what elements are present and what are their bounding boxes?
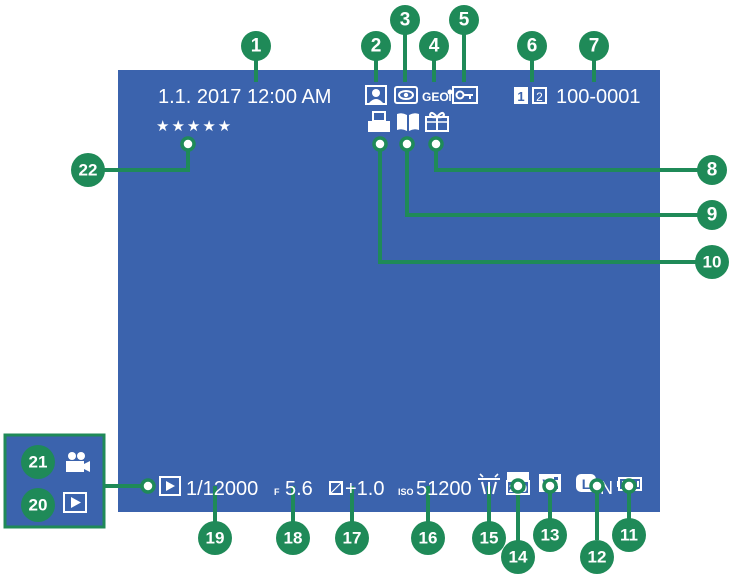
face-detection-icon [365, 85, 387, 105]
callout-17: 17 [335, 521, 369, 555]
callout-18: 18 [276, 521, 310, 555]
exposure-comp-icon [329, 481, 343, 495]
aperture-prefix: F [274, 487, 280, 497]
protect-key-icon [452, 86, 478, 104]
red-eye-removal-icon [394, 86, 418, 104]
iso-prefix: ISO [398, 487, 414, 497]
anchor-dots [140, 136, 637, 494]
card-slot-icon: 1 2 [514, 87, 547, 104]
slot-1-label: 1 [517, 89, 524, 104]
svg-text:22: 22 [79, 161, 98, 180]
callout-14: 14 [501, 540, 535, 574]
callout-2: 2 [361, 31, 391, 61]
callout-1: 1 [241, 31, 271, 61]
callout-19: 19 [198, 521, 232, 555]
iso-value: 51200 [416, 478, 472, 500]
svg-text:11: 11 [620, 526, 638, 545]
callout-16: 16 [411, 521, 445, 555]
slot-2-label: 2 [536, 90, 543, 104]
svg-text:5: 5 [459, 10, 470, 31]
svg-text:19: 19 [206, 529, 225, 548]
svg-text:10: 10 [703, 253, 722, 272]
mode-inset-panel [3, 433, 106, 529]
callout-12: 12 [580, 540, 614, 574]
photobook-icon [397, 113, 419, 131]
callout-8: 8 [697, 155, 727, 185]
svg-text:17: 17 [343, 529, 362, 548]
svg-text:18: 18 [284, 529, 303, 548]
svg-text:GEO: GEO [422, 90, 449, 104]
svg-text:13: 13 [541, 526, 560, 545]
shutter-speed: 1/12000 [186, 478, 258, 500]
callout-3: 3 [390, 5, 420, 35]
svg-text:20: 20 [29, 496, 48, 515]
inset-playback-icon [63, 492, 87, 513]
exposure-comp-value: +1.0 [345, 478, 384, 500]
movie-mode-icon [66, 452, 90, 472]
callout-5: 5 [449, 5, 479, 35]
svg-text:21: 21 [29, 453, 48, 472]
svg-text:7: 7 [589, 36, 600, 57]
frame-number: 100-0001 [556, 86, 641, 108]
svg-text:4: 4 [429, 36, 440, 57]
image-size-value: L [582, 476, 591, 492]
callout-7: 7 [579, 31, 609, 61]
callout-6: 6 [517, 31, 547, 61]
callout-13: 13 [533, 518, 567, 552]
callout-9: 9 [697, 200, 727, 230]
svg-text:15: 15 [480, 529, 499, 548]
svg-text:6: 6 [527, 36, 538, 57]
callout-20: 20 [21, 488, 55, 522]
camera-screen [118, 70, 660, 512]
callout-4: 4 [419, 31, 449, 61]
callout-21: 21 [21, 445, 55, 479]
rating-stars: ★★★★★ [156, 118, 233, 135]
callout-10: 10 [695, 245, 729, 279]
print-order-icon [368, 111, 390, 132]
svg-text:9: 9 [707, 205, 718, 226]
svg-text:1: 1 [251, 36, 262, 57]
callout-15: 15 [472, 521, 506, 555]
geo-location-icon: GEO [422, 89, 453, 104]
svg-text:16: 16 [419, 529, 438, 548]
svg-text:3: 3 [400, 10, 411, 31]
gift-image-icon [425, 111, 449, 132]
callout-badges: 1 2 3 4 5 6 7 8 9 10 11 12 13 14 15 16 1… [21, 5, 729, 574]
svg-text:14: 14 [509, 548, 528, 567]
svg-text:12: 12 [588, 548, 607, 567]
aperture-value: 5.6 [285, 478, 313, 500]
playback-mode-icon [159, 476, 181, 496]
white-balance-icon [478, 473, 500, 495]
callout-11: 11 [612, 518, 646, 552]
svg-text:2: 2 [371, 36, 382, 57]
date-time: 1.1. 2017 12:00 AM [158, 86, 331, 108]
svg-text:8: 8 [707, 160, 718, 181]
callout-22: 22 [71, 153, 105, 187]
